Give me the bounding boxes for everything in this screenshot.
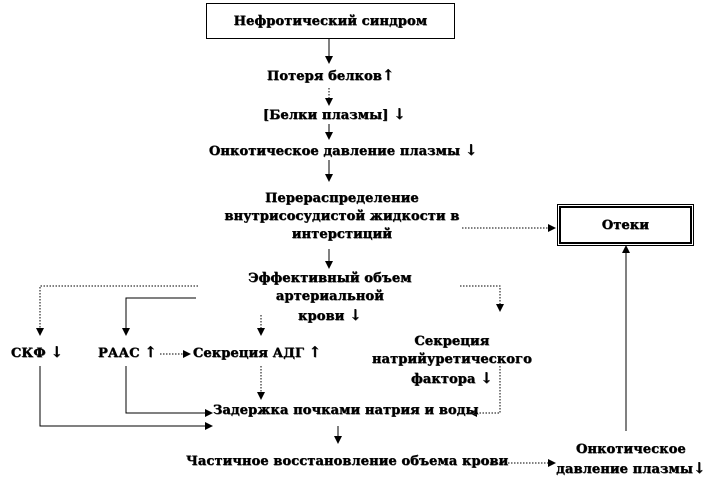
node-plasma-proteins: [Белки плазмы] ↓ xyxy=(263,105,406,123)
arrow-down-icon: ↓ xyxy=(393,105,406,123)
node-redistribution-line-1: Перераспределение xyxy=(265,191,419,206)
node-oncotic-pressure: Онкотическое давление плазмы ↓ xyxy=(209,141,478,159)
node-effective-volume: Эффективный объем артериальной крови ↓ xyxy=(198,270,462,326)
arrow-up-icon: ↑ xyxy=(144,343,158,361)
arrow-down-icon: ↓ xyxy=(349,306,362,324)
arrow-effective-volume-to-natriuretic xyxy=(460,285,504,312)
arrow-effective-volume-to-raas xyxy=(122,297,196,336)
arrow-up-icon: ↑ xyxy=(308,343,322,361)
node-edema: Отеки xyxy=(557,204,694,246)
arrow-natriuretic-to-retention xyxy=(469,366,501,417)
arrow-down-icon: ↓ xyxy=(464,141,478,159)
node-effective-volume-line-2: крови ↓ xyxy=(198,306,462,326)
arrow-gfr-to-retention xyxy=(39,366,213,430)
node-redistribution: Перераспределение внутрисосудистой жидко… xyxy=(222,190,462,244)
node-gfr: СКФ ↓ xyxy=(11,343,63,361)
node-protein-loss-label: Потеря белков xyxy=(267,69,382,84)
arrow-down-icon: ↓ xyxy=(50,343,64,361)
node-natriuretic-factor-label: фактора xyxy=(411,372,476,387)
node-oncotic-pressure-label: Онкотическое давление плазмы xyxy=(209,144,461,159)
node-adh-secretion: Секреция АДГ ↑ xyxy=(193,343,321,361)
node-effective-volume-line-1: Эффективный объем артериальной xyxy=(248,271,412,304)
arrow-raas-to-retention xyxy=(125,366,213,417)
node-natriuretic-factor-line-1: Секреция натрийуретического xyxy=(372,334,532,367)
node-plasma-proteins-label: [Белки плазмы] xyxy=(263,108,389,123)
node-adh-secretion-label: Секреция АДГ xyxy=(193,346,305,361)
node-redistribution-line-2: внутрисосудистой жидкости в xyxy=(224,209,460,224)
node-oncotic-pressure-2-label: давление плазмы xyxy=(556,462,694,477)
arrow-effective-volume-to-gfr xyxy=(36,285,198,336)
node-oncotic-pressure-2-line-2: давление плазмы↓ xyxy=(556,459,706,479)
node-gfr-label: СКФ xyxy=(11,346,46,361)
node-edema-label: Отеки xyxy=(601,217,650,233)
node-nephrotic-syndrome: Нефротический синдром xyxy=(206,3,455,39)
node-nephrotic-syndrome-label: Нефротический синдром xyxy=(233,13,428,29)
arrow-down-icon: ↓ xyxy=(480,369,493,387)
node-protein-loss: Потеря белков↑ xyxy=(267,66,395,84)
node-sodium-water-retention: Задержка почками натрия и воды xyxy=(213,403,479,418)
node-volume-restoration-label: Частичное восстановление объема крови xyxy=(186,454,509,469)
node-raas-label: РААС xyxy=(98,346,140,361)
node-redistribution-line-3: интерстиций xyxy=(291,227,393,242)
node-effective-volume-label: крови xyxy=(298,309,345,324)
arrow-up-icon: ↑ xyxy=(382,66,395,84)
node-oncotic-pressure-2: Онкотическое давление плазмы↓ xyxy=(556,441,706,479)
arrow-down-icon: ↓ xyxy=(693,459,706,477)
node-volume-restoration: Частичное восстановление объема крови xyxy=(186,454,508,469)
node-sodium-water-retention-label: Задержка почками натрия и воды xyxy=(213,403,479,418)
node-raas: РААС ↑ xyxy=(98,343,157,361)
node-natriuretic-factor-line-2: фактора ↓ xyxy=(338,369,566,389)
node-oncotic-pressure-2-line-1: Онкотическое xyxy=(576,442,686,457)
node-natriuretic-factor: Секреция натрийуретического фактора ↓ xyxy=(338,333,566,389)
